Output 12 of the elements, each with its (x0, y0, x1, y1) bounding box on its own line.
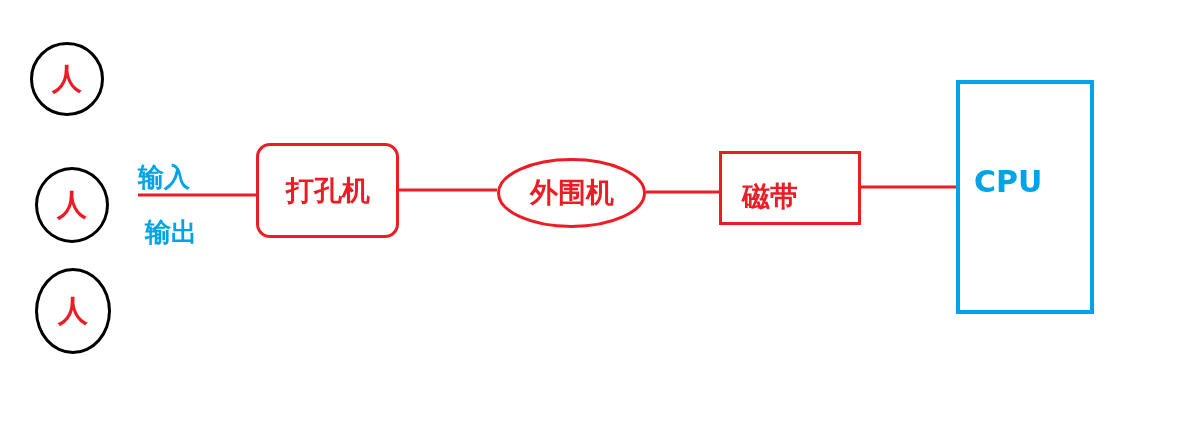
connector-line (399, 188, 497, 192)
process-box: 打孔机 (256, 143, 399, 238)
process-ellipse: 外围机 (497, 158, 646, 228)
person-circle: 人 (35, 167, 109, 243)
process-box: 磁带 (719, 151, 861, 225)
person-circle: 人 (30, 42, 104, 116)
connector-line (138, 193, 256, 197)
processor-box: CPU (956, 80, 1094, 314)
connector-line (646, 190, 719, 194)
signal-labels: 输入 输出 (138, 160, 210, 250)
person-circle: 人 (35, 268, 111, 354)
connector-line (861, 185, 956, 189)
